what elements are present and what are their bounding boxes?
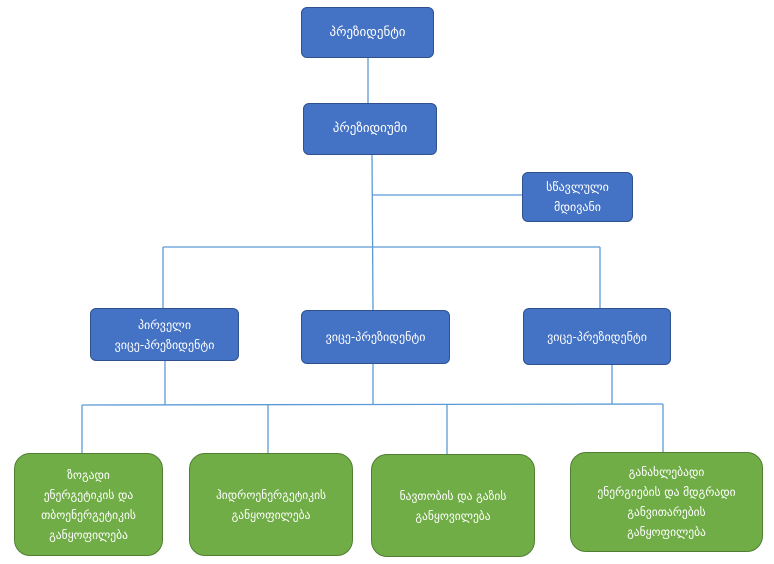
presidium-box: პრეზიდიუმი (303, 103, 437, 155)
connector (371, 153, 374, 311)
presidium-label: პრეზიდიუმი (332, 121, 408, 136)
department-label-line: თბოენერგეტიკის (41, 507, 136, 522)
department-label-line: ზოგადი (67, 467, 110, 482)
vice-president-box: ვიცე-პრეზიდენტი (523, 308, 671, 365)
department-label-line: განახლებადი (628, 465, 705, 479)
department-label-line: განვითარების (627, 505, 706, 519)
vp-label-line: პირველი (137, 317, 192, 332)
first-vice-president-box: პირველი ვიცე-პრეზიდენტი (90, 308, 239, 361)
department-box: ჰიდროენერგეტიკის განყოფილება (189, 453, 353, 556)
secretary-label-line: სწავლული (546, 180, 609, 194)
department-label-line: განყოფილება (627, 525, 706, 539)
department-label-line: ნავთობის და გაზის (399, 488, 507, 503)
department-box: განახლებადი ენერგიების და მდგრადი განვით… (570, 452, 763, 552)
president-label: პრეზიდენტი (329, 24, 406, 40)
secretary-label-line: მდივანი (553, 200, 601, 214)
vice-president-box: ვიცე-პრეზიდენტი (301, 310, 450, 364)
department-box: ზოგადი ენერგეტიკის და თბოენერგეტიკის გან… (14, 453, 163, 556)
vp-label-line: ვიცე-პრეზიდენტი (114, 337, 215, 352)
vp-label-line: ვიცე-პრეზიდენტი (325, 330, 426, 344)
department-label-line: ჰიდროენერგეტიკის (215, 487, 327, 502)
secretary-box: სწავლული მდივანი (522, 172, 633, 222)
department-label-line: განყოფილება (49, 527, 128, 542)
department-box: ნავთობის და გაზის განყოვილება (371, 454, 535, 557)
department-label-line: ენერგეტიკის და (43, 487, 134, 502)
vp-label-line: ვიცე-პრეზიდენტი (547, 329, 647, 344)
connector (81, 403, 664, 406)
department-label-line: განყოფილება (231, 507, 311, 522)
department-label-line: ენერგიების და მდგრადი (597, 485, 736, 499)
president-box: პრეზიდენტი (301, 7, 434, 58)
department-label-line: განყოვილება (415, 508, 491, 523)
